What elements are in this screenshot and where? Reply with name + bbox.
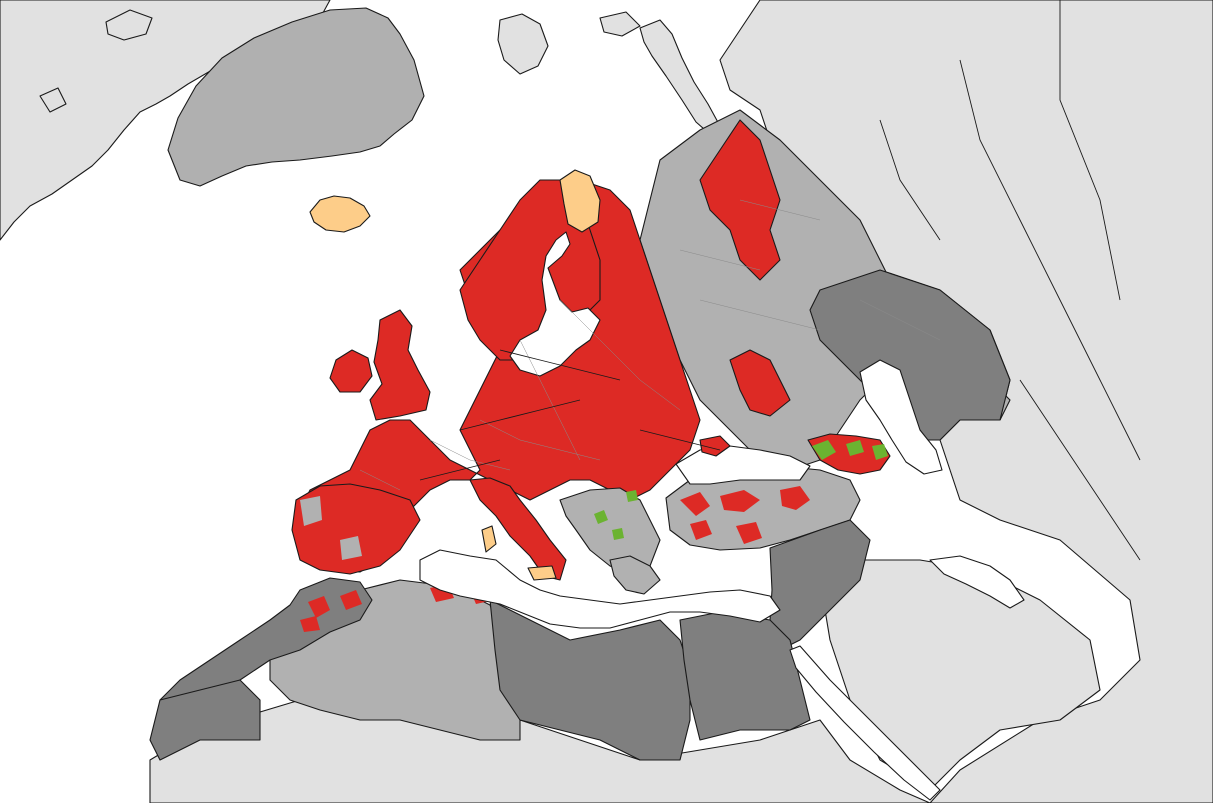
region-sardinia xyxy=(481,525,497,553)
border-lines xyxy=(359,199,941,491)
region-north-africa-red xyxy=(340,590,362,610)
border-lines xyxy=(419,0,1141,561)
region-greenland xyxy=(167,7,425,187)
region-turkey-red xyxy=(720,490,760,512)
region-franz-josef xyxy=(599,11,641,37)
region-turkey-red xyxy=(690,520,712,540)
region-arctic-island xyxy=(39,87,67,113)
region-libya xyxy=(489,599,691,761)
region-kazakhstan xyxy=(809,269,1011,441)
region-britain xyxy=(369,309,431,421)
region-turkey-red xyxy=(680,492,710,516)
region-caucasus-green xyxy=(872,444,888,460)
region-greece xyxy=(609,555,661,595)
region-north-africa-red xyxy=(308,596,330,618)
region-sicily xyxy=(527,565,557,581)
region-persian-gulf xyxy=(929,555,1025,609)
region-western-sahara xyxy=(149,679,261,761)
region-balkans-green xyxy=(594,510,608,524)
region-balkans-green xyxy=(626,490,638,502)
region-baltic-sea xyxy=(509,231,601,377)
region-svalbard xyxy=(497,13,549,75)
region-russia-red xyxy=(729,349,791,417)
region-iberia xyxy=(291,483,421,575)
region-caspian-sea xyxy=(859,359,943,475)
region-iceland xyxy=(309,195,371,233)
region-italy xyxy=(469,477,567,581)
region-caucasus-green xyxy=(846,440,864,456)
region-mediterranean xyxy=(419,549,781,629)
region-iberia-nodata xyxy=(300,496,322,526)
region-north-africa-red xyxy=(300,616,320,632)
region-balkans-green xyxy=(612,528,624,540)
region-red-sea xyxy=(789,645,941,801)
region-turkey-red xyxy=(736,522,762,544)
region-turkey-red xyxy=(780,486,810,510)
region-iberia-nodata xyxy=(340,536,362,560)
region-russia-red xyxy=(699,435,731,457)
region-ireland xyxy=(329,349,373,393)
region-arctic-island xyxy=(105,9,153,41)
region-caucasus-green xyxy=(812,440,836,460)
region-lapland xyxy=(559,169,601,233)
